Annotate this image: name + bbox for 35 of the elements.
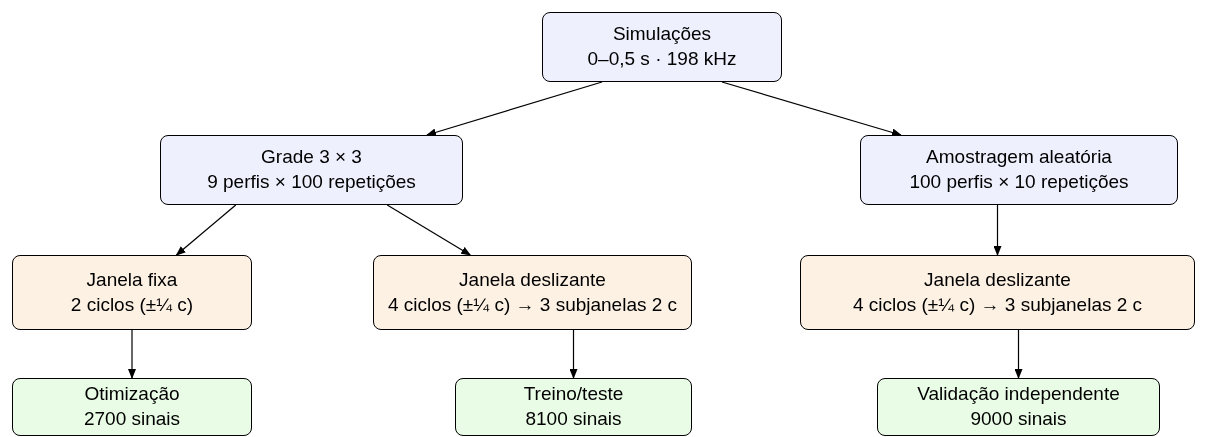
node-label: 4 ciclos (±¼ c) → 3 subjanelas 2 c [852,292,1143,317]
node-label: Treino/teste [523,382,624,407]
node-label: Amostragem aleatória [926,145,1112,170]
node-label: 9 perfis × 100 repetições [207,170,416,194]
arrow [128,329,136,379]
node-label: 2 ciclos (±¼ c) [70,292,194,317]
node-label: Janela deslizante [924,267,1071,292]
process-box [860,135,1178,205]
arrow [1014,329,1023,379]
arrow [426,81,603,137]
node-label: Janela deslizante [459,267,606,292]
node-label: 100 perfis × 10 repetições [909,170,1129,194]
node-label: Janela fixa [86,267,178,292]
arrow [993,204,1002,256]
node-label: Simulações [612,22,712,47]
arrow [175,204,237,256]
node-label: Grade 3 × 3 [261,145,362,170]
node-label: Otimização [84,382,180,407]
window-box [12,255,252,330]
window-box [373,255,692,330]
window-box [800,255,1195,330]
arrow [569,329,578,379]
arrow [386,204,472,256]
node-label: 0–0,5 s · 198 kHz [587,47,737,71]
node-label: 4 ciclos (±¼ c) → 3 subjanelas 2 c [387,292,678,317]
node-label: 2700 sinais [83,407,181,431]
arrow [721,81,902,137]
process-box [160,135,463,205]
node-label: Validação independente [917,382,1120,407]
node-label: 9000 sinais [970,407,1067,431]
result-box [455,378,692,436]
process-box [542,12,782,82]
result-box [877,378,1160,436]
node-label: 8100 sinais [525,407,622,431]
result-box [12,378,252,436]
